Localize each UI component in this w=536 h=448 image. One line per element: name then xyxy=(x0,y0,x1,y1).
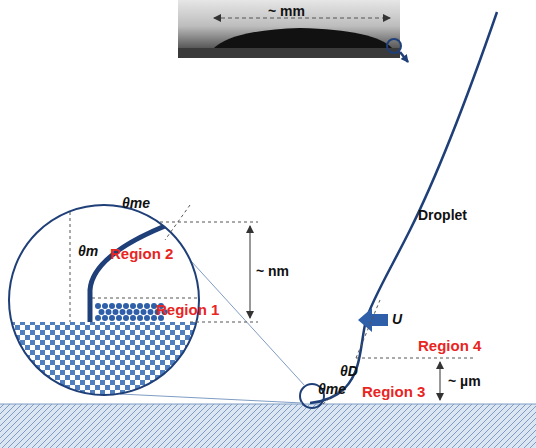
molecule-dot xyxy=(109,315,115,321)
molecule-dot xyxy=(148,309,154,315)
molecule-dot xyxy=(144,315,150,321)
molecule-dot xyxy=(102,315,108,321)
molecule-dot xyxy=(134,309,140,315)
region-label: Region 1 xyxy=(156,302,219,317)
molecule-dot xyxy=(130,303,136,309)
molecule-dot xyxy=(137,315,143,321)
angle-label: θD xyxy=(340,364,358,378)
scale-label: ~ mm xyxy=(268,4,305,18)
molecule-dot xyxy=(109,303,115,309)
angle-label: θme xyxy=(318,382,346,396)
molecule-dot xyxy=(116,303,122,309)
molecule-dot xyxy=(116,315,122,321)
molecule-dot xyxy=(120,309,126,315)
region-label: Region 3 xyxy=(362,384,425,399)
angle-label: θm xyxy=(78,244,98,258)
molecule-dot xyxy=(113,309,119,315)
scale-label: ~ nm xyxy=(256,264,289,278)
part-label: Droplet xyxy=(418,208,467,222)
molecule-dot xyxy=(144,303,150,309)
velocity-label: U xyxy=(392,312,402,326)
molecule-dot xyxy=(102,303,108,309)
molecule-dot xyxy=(127,309,133,315)
region-label: Region 4 xyxy=(418,338,481,353)
molecule-dot xyxy=(123,303,129,309)
scale-label: ~ µm xyxy=(448,374,481,388)
molecule-dot xyxy=(137,303,143,309)
molecule-dot xyxy=(106,309,112,315)
angle-label: θme xyxy=(122,196,150,210)
molecule-dot xyxy=(95,303,101,309)
molecule-dot xyxy=(130,315,136,321)
molecule-dot xyxy=(123,315,129,321)
region-label: Region 2 xyxy=(110,246,173,261)
molecule-dot xyxy=(95,315,101,321)
molecule-dot xyxy=(99,309,105,315)
molecule-dot xyxy=(141,309,147,315)
